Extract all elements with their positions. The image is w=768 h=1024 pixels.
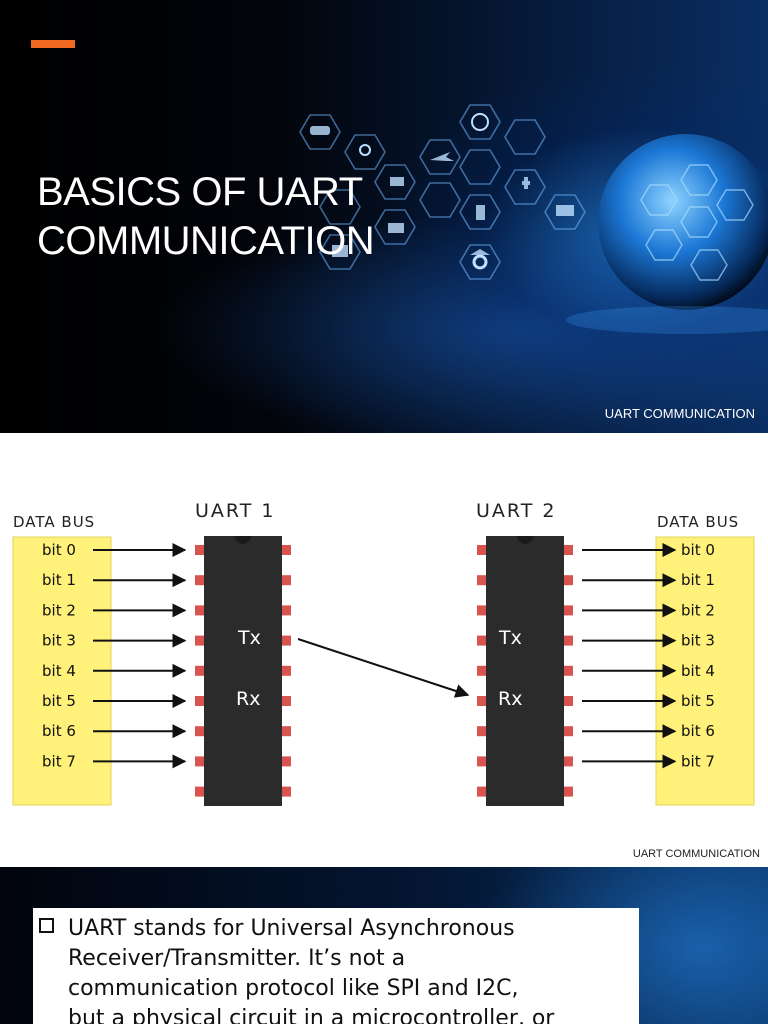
left-bit-label: bit 7 [42,752,76,770]
uart1-tx-label: Tx [237,627,261,649]
uart1-label: UART 1 [195,500,275,522]
uart2-pin-left [477,786,486,797]
uart2-pin-right [564,696,573,706]
uart1-pin-left [195,726,204,737]
uart2-pin-right [564,605,573,616]
uart2-pin-right [564,726,573,737]
uart2-pin-right [564,545,573,555]
right-bit-label: bit 1 [681,571,715,589]
right-bit-label: bit 0 [681,541,715,559]
uart1-pin-left [195,545,204,555]
uart2-pin-right [564,756,573,767]
bullet-text-line: communication protocol like SPI and I2C, [68,976,519,1001]
medical-icon [522,177,530,189]
title-slide: BASICS OF UART COMMUNICATION UART COMMUN… [0,0,768,433]
uart2-pin-right [564,575,573,586]
uart-diagram-slide: bit 0 bit 0 bit 1 bit 1 bit 2 bit 2 bit 3 bit 3… [0,433,768,867]
car-icon [310,126,330,135]
slide-footer: UART COMMUNICATION [632,848,760,860]
bullet-text-line: but a physical circuit in a microcontrol… [68,1006,555,1024]
uart2-pin-left [477,696,486,706]
uart2-pin-left [477,726,486,737]
uart2-pin-left [477,756,486,767]
camera-icon [388,223,404,233]
uart1-pin-right [282,605,291,616]
tech-icons-background [299,104,768,334]
right-bus-label: DATA BUS [657,513,739,531]
uart2-notch [517,536,533,544]
uart1-chip [204,536,282,806]
globe-sphere [598,134,768,310]
uart1-pin-left [195,605,204,616]
left-bit-label: bit 4 [42,662,76,680]
right-bit-label: bit 2 [681,601,715,619]
uart1-rx-label: Rx [236,688,260,710]
left-bit-label: bit 6 [42,722,76,740]
uart1-pin-left [195,665,204,676]
uart2-tx-label: Tx [498,627,522,649]
uart1-pin-left [195,696,204,706]
left-bit-label: bit 0 [42,541,76,559]
uart2-pin-left [477,605,486,616]
tx-to-rx-arrow [297,638,470,698]
bullet-text-line: UART stands for Universal Asynchronous [68,916,515,941]
left-bit-label: bit 5 [42,692,76,710]
uart1-pin-left [195,575,204,586]
right-bit-label: bit 4 [681,662,715,680]
uart2-pin-left [477,575,486,586]
uart2-label: UART 2 [476,500,556,522]
uart1-notch [235,536,251,544]
shopping-cart-icon [390,177,404,186]
left-bit-label: bit 1 [42,571,76,589]
uart2-pin-right [564,786,573,797]
checkbox-bullet-icon [39,918,54,933]
uart1-pin-right [282,726,291,737]
uart2-pin-left [477,545,486,555]
uart1-pin-right [282,545,291,555]
uart1-pin-right [282,575,291,586]
left-bus-label: DATA BUS [13,513,95,531]
uart1-pin-left [195,786,204,797]
right-bit-label: bit 3 [681,632,715,650]
left-bit-label: bit 3 [42,632,76,650]
slide-title-line-1: BASICS OF UART [37,170,363,214]
right-bit-label: bit 7 [681,752,715,770]
slide-title-line-2: COMMUNICATION [37,219,375,263]
uart-diagram: bit 0 bit 0 bit 1 bit 1 bit 2 bit 2 bit 3 bit 3… [12,500,755,806]
bank-icon [470,249,490,255]
globe-icon [471,113,489,131]
uart2-pin-right [564,665,573,676]
uart1-pin-left [195,756,204,767]
airplane-icon [430,152,454,161]
uart1-pin-right [282,635,291,646]
left-bit-label: bit 2 [42,601,76,619]
uart1-pin-right [282,665,291,676]
accent-bar [31,40,75,48]
slide-title: BASICS OF UART COMMUNICATION [37,168,457,266]
laptop-icon [556,205,574,216]
search-icon [359,144,371,156]
uart2-pin-left [477,665,486,676]
right-bit-label: bit 5 [681,692,715,710]
gear-icon [472,254,488,270]
uart1-pin-right [282,786,291,797]
slide-footer: UART COMMUNICATION [604,406,755,421]
uart1-pin-right [282,756,291,767]
uart1-pin-left [195,635,204,646]
uart2-pin-left [477,635,486,646]
store-icon [332,245,348,257]
bullet-text-line: Receiver/Transmitter. It’s not a [68,946,406,971]
uart2-chip [486,536,564,806]
uart2-pin-right [564,635,573,646]
uart1-pin-right [282,696,291,706]
phone-icon [476,205,485,220]
right-bit-label: bit 6 [681,722,715,740]
uart2-rx-label: Rx [498,688,522,710]
